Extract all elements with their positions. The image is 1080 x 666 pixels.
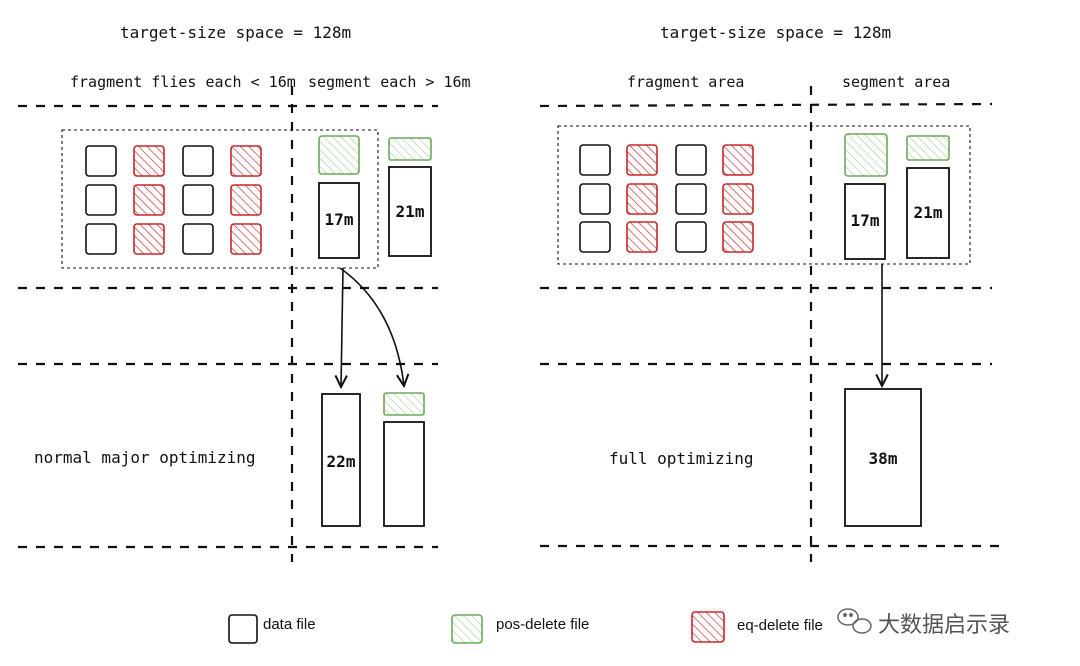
legend-eq-delete-swatch: [691, 611, 725, 643]
pos-delete-box: [318, 135, 360, 175]
eq-delete-box: [722, 144, 754, 176]
left-panel: [18, 86, 438, 562]
eq-delete-box: [722, 221, 754, 253]
pos-delete-box: [906, 135, 950, 161]
data-file-box: [675, 144, 707, 176]
eq-delete-box: [230, 184, 262, 216]
data-file-box: [675, 183, 707, 215]
right-title: target-size space = 128m: [660, 23, 892, 42]
right-box-21m-label: 21m: [913, 203, 943, 222]
left-fragment-header: fragment flies each < 16m: [70, 73, 296, 91]
legend-eq-delete-label: eq-delete file: [737, 617, 823, 634]
left-box-22m-label: 22m: [326, 452, 356, 471]
data-file-box: [85, 145, 117, 177]
legend: [228, 611, 725, 644]
eq-delete-box: [722, 183, 754, 215]
left-group-outline: [61, 129, 379, 269]
right-panel: [539, 86, 1008, 562]
data-file-box: [675, 221, 707, 253]
data-file-box: [579, 221, 611, 253]
watermark-text: 大数据启示录: [878, 613, 1011, 638]
eq-delete-box: [133, 184, 165, 216]
left-title: target-size space = 128m: [120, 23, 352, 42]
data-file-box: [182, 145, 214, 177]
data-file-box: [182, 223, 214, 255]
pos-delete-box: [844, 133, 888, 177]
right-dashed-rows: [539, 102, 1008, 548]
segment-box-17m: [318, 182, 360, 259]
pos-delete-box: [383, 392, 425, 416]
right-box-17m-label: 17m: [850, 211, 880, 230]
data-file-box: [85, 223, 117, 255]
legend-pos-delete-swatch: [451, 614, 483, 644]
right-box-38m-label: 38m: [868, 449, 898, 468]
legend-pos-delete-label: pos-delete file: [496, 616, 590, 633]
right-section-label: full optimizing: [609, 449, 754, 468]
left-box-21m-label: 21m: [395, 202, 425, 221]
right-group-outline: [557, 125, 971, 265]
data-file-box: [85, 184, 117, 216]
left-arrow-curve: [339, 267, 404, 386]
data-file-box: [182, 184, 214, 216]
right-segment-header: segment area: [842, 73, 951, 91]
eq-delete-box: [626, 144, 658, 176]
right-fragment-grid: [579, 144, 754, 253]
wechat-icon: [837, 608, 872, 634]
eq-delete-box: [230, 145, 262, 177]
eq-delete-box: [230, 223, 262, 255]
eq-delete-box: [133, 145, 165, 177]
left-arrow-straight: [341, 267, 343, 387]
left-segment-header: segment each > 16m: [308, 73, 471, 91]
left-dashed-rows: [18, 104, 438, 549]
data-file-box: [579, 144, 611, 176]
left-section-label: normal major optimizing: [34, 448, 256, 467]
legend-data-file-swatch: [228, 614, 258, 644]
right-fragment-header: fragment area: [627, 73, 745, 91]
segment-box-21m: [906, 167, 950, 259]
legend-data-file-label: data file: [263, 616, 316, 633]
left-fragment-grid: [85, 145, 262, 255]
eq-delete-box: [133, 223, 165, 255]
segment-box-22m: [321, 393, 361, 527]
eq-delete-box: [626, 221, 658, 253]
eq-delete-box: [626, 183, 658, 215]
segment-box-empty: [383, 421, 425, 527]
segment-box-38m: [844, 388, 922, 527]
segment-box-17m: [844, 183, 886, 260]
left-box-17m-label: 17m: [324, 210, 354, 229]
pos-delete-box: [388, 137, 432, 161]
data-file-box: [579, 183, 611, 215]
segment-box-21m: [388, 166, 432, 257]
